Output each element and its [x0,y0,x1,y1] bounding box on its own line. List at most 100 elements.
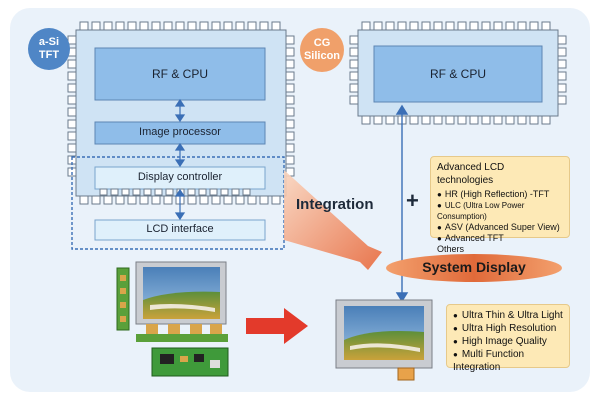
asi-tft-badge: a-Si TFT [28,28,70,70]
chip-pin [349,59,359,69]
chip-pin [349,47,359,57]
chip-pin [220,188,229,196]
chip-pin [235,195,245,205]
right-chip-pins-bottom [361,115,551,125]
chip-pin [557,59,567,69]
chip-pin [409,21,419,31]
chip-pin [505,115,515,125]
chip-pin [349,71,359,81]
left-rf-cpu-label: RF & CPU [151,67,208,81]
chip-pin [285,71,295,81]
chip-pin [457,21,467,31]
chip-pin [457,115,467,125]
feature-item: High Image Quality [453,335,563,348]
chip-pin [397,21,407,31]
advanced-lcd-item: ASV (Advanced Super View) [437,222,563,233]
advanced-lcd-title: Advanced LCD technologies [437,162,505,186]
image-processor-label: Image processor [139,126,221,138]
right-chip-pins-right [557,35,567,105]
advanced-lcd-item: ULC (Ultra Low Power Consumption) [437,200,563,222]
chip-pin [557,47,567,57]
chip-pin [445,115,455,125]
chip-pin [421,115,431,125]
chip-pin [235,21,245,31]
advanced-lcd-box: Advanced LCD technologies HR (High Refle… [430,156,570,254]
advanced-lcd-item: Advanced TFT [437,233,563,244]
chip-pin [541,115,551,125]
chip-pin [285,107,295,117]
integration-arrow [284,170,382,270]
chip-pin [285,131,295,141]
chip-pin [557,71,567,81]
chip-pin [67,83,77,93]
chip-pin [67,143,77,153]
chip-pin [247,195,257,205]
chip-pin [361,21,371,31]
right-chip-pins-top [361,21,551,31]
chip-pin [187,188,196,196]
chip-pin [557,83,567,93]
chip-pin [67,107,77,117]
chip-pin [529,21,539,31]
chip-pin [373,21,383,31]
chip-pin [187,21,197,31]
chip-pin [139,21,149,31]
plus-sign: + [406,188,419,213]
lcd-interface-label: LCD interface [146,223,214,235]
left-chip-pins-top [79,21,281,31]
system-display-label: System Display [422,259,526,275]
chip-pin [154,188,163,196]
chip-pin [271,21,281,31]
cg-silicon-badge: CG Silicon [300,28,344,72]
chip-pin [373,115,383,125]
chip-pin [481,115,491,125]
chip-pin [285,143,295,153]
system-display-module [335,299,433,381]
chip-pin [242,188,251,196]
system-display-oval [386,254,562,282]
chip-pin [67,119,77,129]
chip-pin [557,35,567,45]
left-rf-cpu-block [94,47,266,101]
chip-pin [127,195,137,205]
chip-pin [223,21,233,31]
chip-pin [481,21,491,31]
chip-pin [285,47,295,57]
chip-pin [349,83,359,93]
right-chip-pins-left [349,35,359,105]
chip-pin [79,21,89,31]
chip-pin [67,131,77,141]
chip-pin [121,188,130,196]
chip-pin [271,195,281,205]
chip-pin [67,71,77,81]
left-chip-pins-right [285,35,295,177]
chip-pin [110,188,119,196]
chip-pin [349,35,359,45]
chip-pin [385,115,395,125]
chip-pin [285,119,295,129]
advanced-lcd-item: HR (High Reflection) -TFT [437,189,563,200]
chip-pin [99,188,108,196]
chip-pin [259,21,269,31]
right-chip [349,21,567,125]
chip-pin [211,195,221,205]
integration-label: Integration [296,196,374,213]
chip-pin [361,115,371,125]
chip-pin [143,188,152,196]
feature-item: Multi Function Integration [453,348,563,374]
chip-pin [67,59,77,69]
chip-pin [165,188,174,196]
chip-pin [285,83,295,93]
chip-pin [517,115,527,125]
chip-pin [198,188,207,196]
chip-pin [163,195,173,205]
chip-pin [209,188,218,196]
chip-pin [223,195,233,205]
chip-pin [151,195,161,205]
chip-pin [231,188,240,196]
chip-pin [211,21,221,31]
chip-pin [247,21,257,31]
right-rf-cpu-label: RF & CPU [429,67,486,81]
chip-pin [259,195,269,205]
features-box: Ultra Thin & Ultra Light Ultra High Reso… [446,304,570,373]
